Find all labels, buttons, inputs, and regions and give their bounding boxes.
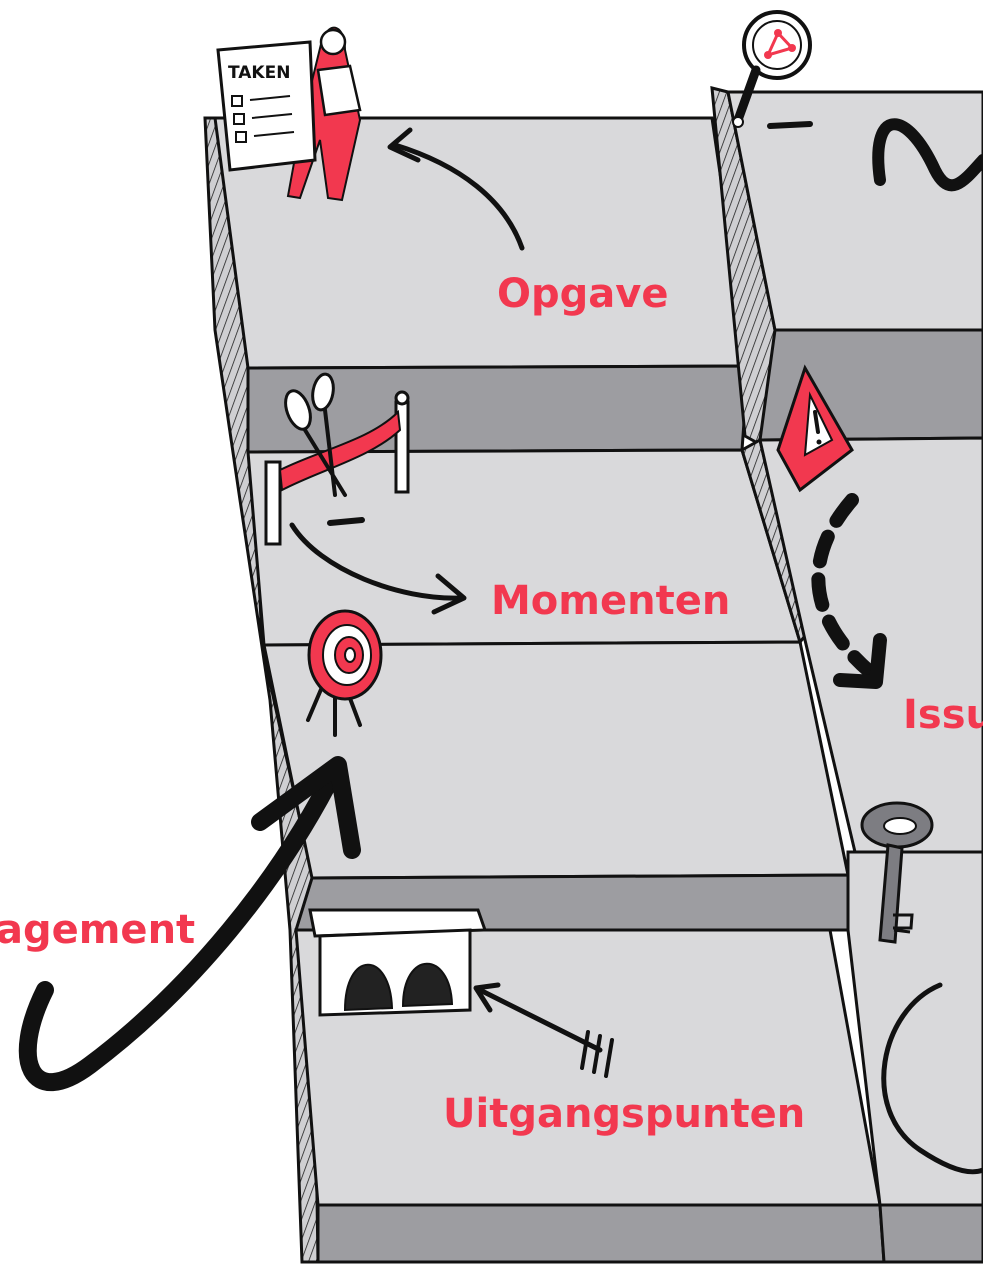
right-step-bottom-riser: [878, 1203, 983, 1264]
target-icon: [306, 609, 383, 737]
label-uitgangspunten: Uitgangspunten: [443, 1091, 806, 1137]
curve-bottom-right: [881, 982, 983, 1175]
key-icon: [860, 801, 934, 944]
scissors-ribbon-icon: [264, 372, 410, 546]
arrow-uitgangspunten: [477, 987, 603, 1053]
arrow-opgave: [392, 142, 525, 251]
step-bottom-riser: [316, 1203, 886, 1264]
bridge-icon: [308, 908, 488, 1017]
label-opgave: Opgave: [497, 271, 669, 317]
label-momenten: Momenten: [491, 578, 731, 624]
label-issues: Issu: [903, 692, 983, 738]
dashed-arrow-issues: [811, 493, 877, 679]
warning-cone-icon: [776, 364, 854, 493]
task-board-title: TAKEN: [228, 63, 290, 83]
person-holding-task-board-icon: TAKEN: [216, 26, 362, 202]
label-management: agement: [0, 907, 196, 953]
arrow-management: [18, 761, 344, 1092]
curve-arrow-top-right: [872, 118, 983, 192]
arrow-momenten: [289, 522, 463, 601]
magnifier-network-icon: [732, 10, 812, 128]
